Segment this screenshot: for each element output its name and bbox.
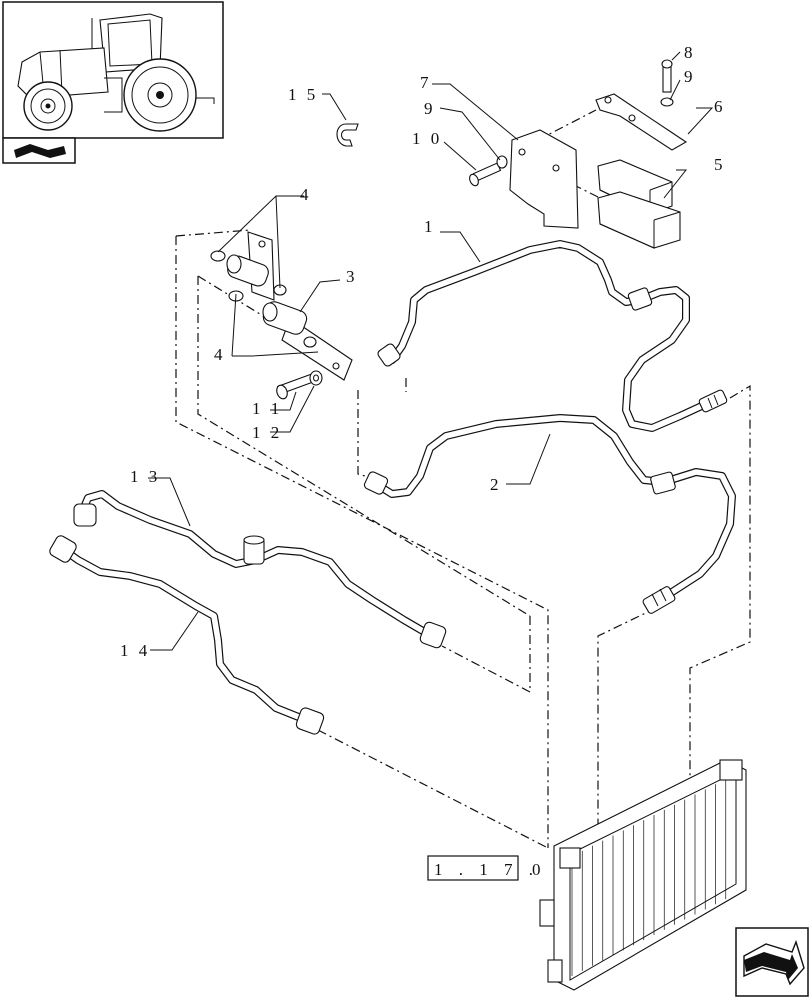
callout-5: 5 (714, 155, 726, 174)
o-rings (210, 250, 317, 348)
callouts: 1 2 3 4 4 5 6 7 8 9 9 1 0 1 1 1 2 1 3 1 … (120, 43, 726, 660)
callout-10: 1 0 (412, 129, 442, 148)
pipe-2 (363, 414, 736, 614)
callout-9-left: 9 (424, 99, 436, 118)
previous-page-arrow-icon[interactable] (735, 927, 809, 997)
tractor-thumbnail (2, 1, 224, 164)
callout-8: 8 (684, 43, 696, 62)
callout-3: 3 (346, 267, 358, 286)
section-symbol-icon[interactable] (14, 144, 66, 158)
bracket-7 (509, 129, 579, 229)
callout-9-right: 9 (684, 67, 696, 86)
bolt-11-washer-12 (276, 370, 323, 400)
callout-7: 7 (420, 73, 432, 92)
leader-lines (148, 51, 714, 651)
bolt-8-washer-9 (660, 59, 674, 107)
callout-13: 1 3 (130, 467, 160, 486)
callout-11: 1 1 (252, 399, 282, 418)
reference-label[interactable]: 1 . 1 7 . 0 (427, 855, 544, 881)
clamp-blocks-5 (597, 159, 681, 249)
callout-1: 1 (424, 217, 436, 236)
bracket-6 (595, 93, 688, 151)
clip-15 (336, 123, 359, 147)
callout-6: 6 (714, 97, 726, 116)
callout-4-lower: 4 (214, 345, 226, 364)
callout-15: 1 5 (288, 85, 318, 104)
bolt-10-washer-9 (469, 155, 508, 187)
reference-box-text: 1 . 1 7 . (434, 860, 539, 879)
oil-cooler (539, 759, 747, 991)
assembly-dashed-lines (175, 109, 751, 849)
pipe-1 (377, 240, 728, 432)
pipe-13 (73, 490, 447, 649)
callout-12: 1 2 (252, 423, 282, 442)
callout-14: 1 4 (120, 641, 150, 660)
callout-4-upper: 4 (300, 185, 312, 204)
pressure-switches (226, 231, 353, 381)
pipe-14 (49, 535, 325, 735)
callout-2: 2 (490, 475, 502, 494)
reference-suffix: 0 (532, 860, 544, 879)
